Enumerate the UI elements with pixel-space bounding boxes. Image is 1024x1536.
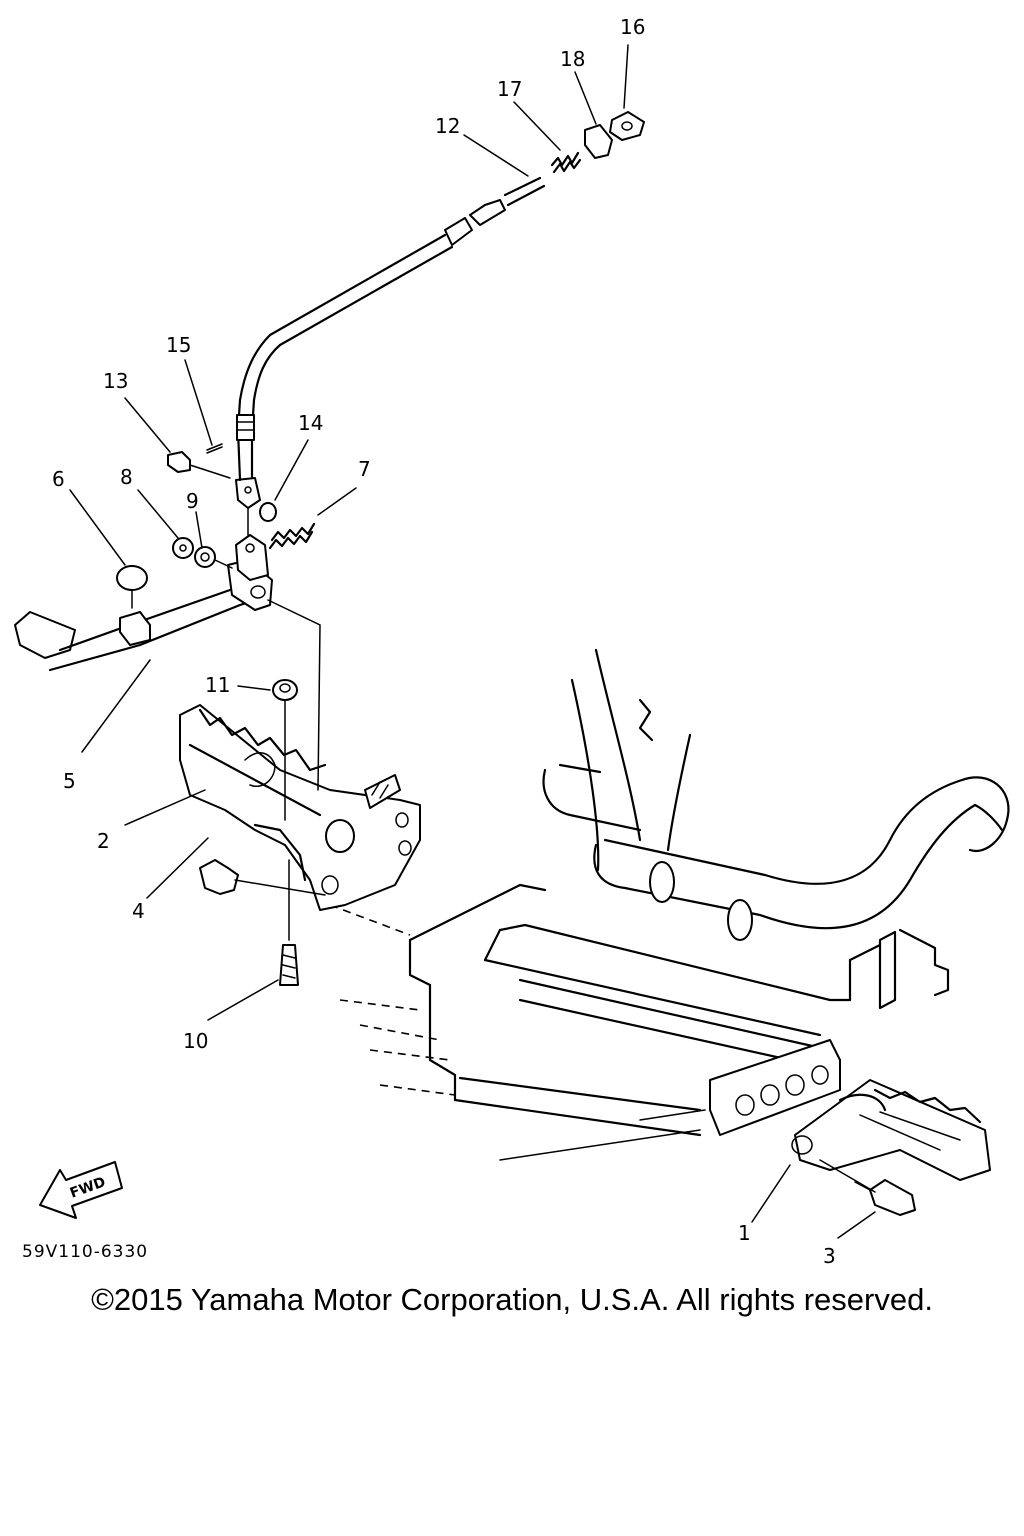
callout-15: 15: [166, 333, 191, 357]
brake-cable-12: [235, 176, 546, 536]
washer-9: [194, 546, 233, 569]
callout-14: 14: [298, 411, 323, 435]
nut-11: [272, 679, 298, 821]
washer-8: [172, 537, 194, 559]
cotter-pin-15: [206, 443, 223, 454]
parts-diagram: 1 2 3 4 5 6 7 8 9 10 11 12 13 14 15 16 1…: [14, 15, 1010, 1268]
nut-16: [609, 111, 645, 141]
callout-6: 6: [52, 467, 65, 491]
callout-16: 16: [620, 15, 645, 39]
callout-1: 1: [738, 1221, 751, 1245]
spring-17: [550, 151, 582, 174]
bolt-10: [279, 859, 299, 986]
callout-9: 9: [186, 489, 199, 513]
leader-lines: [69, 44, 876, 1239]
bolt-4: [199, 859, 326, 896]
callout-17: 17: [497, 77, 522, 101]
callout-labels: 1 2 3 4 5 6 7 8 9 10 11 12 13 14 15 16 1…: [52, 15, 836, 1268]
adjuster-18: [584, 124, 613, 159]
callout-8: 8: [120, 465, 133, 489]
pin-13: [167, 451, 231, 479]
callout-2: 2: [97, 829, 110, 853]
cap-6: [116, 565, 148, 609]
drawing-code: 59V110-6330: [22, 1242, 148, 1262]
callout-11: 11: [205, 673, 230, 697]
copyright-notice: ©2015 Yamaha Motor Corporation, U.S.A. A…: [91, 1282, 933, 1317]
callout-5: 5: [63, 769, 76, 793]
callout-18: 18: [560, 47, 585, 71]
callout-7: 7: [358, 457, 371, 481]
brake-pedal-5: [14, 534, 321, 791]
callout-10: 10: [183, 1029, 208, 1053]
vehicle-frame: [329, 648, 1010, 1161]
bolt-3: [819, 1159, 916, 1216]
callout-12: 12: [435, 114, 460, 138]
footrest-left: [179, 704, 421, 911]
callout-13: 13: [103, 369, 128, 393]
spring-7: [268, 522, 316, 550]
callout-3: 3: [823, 1244, 836, 1268]
callout-4: 4: [132, 899, 145, 923]
forward-direction-arrow: FWD: [39, 1161, 123, 1219]
footrest-right: [791, 1079, 991, 1181]
washer-14: [259, 502, 277, 522]
